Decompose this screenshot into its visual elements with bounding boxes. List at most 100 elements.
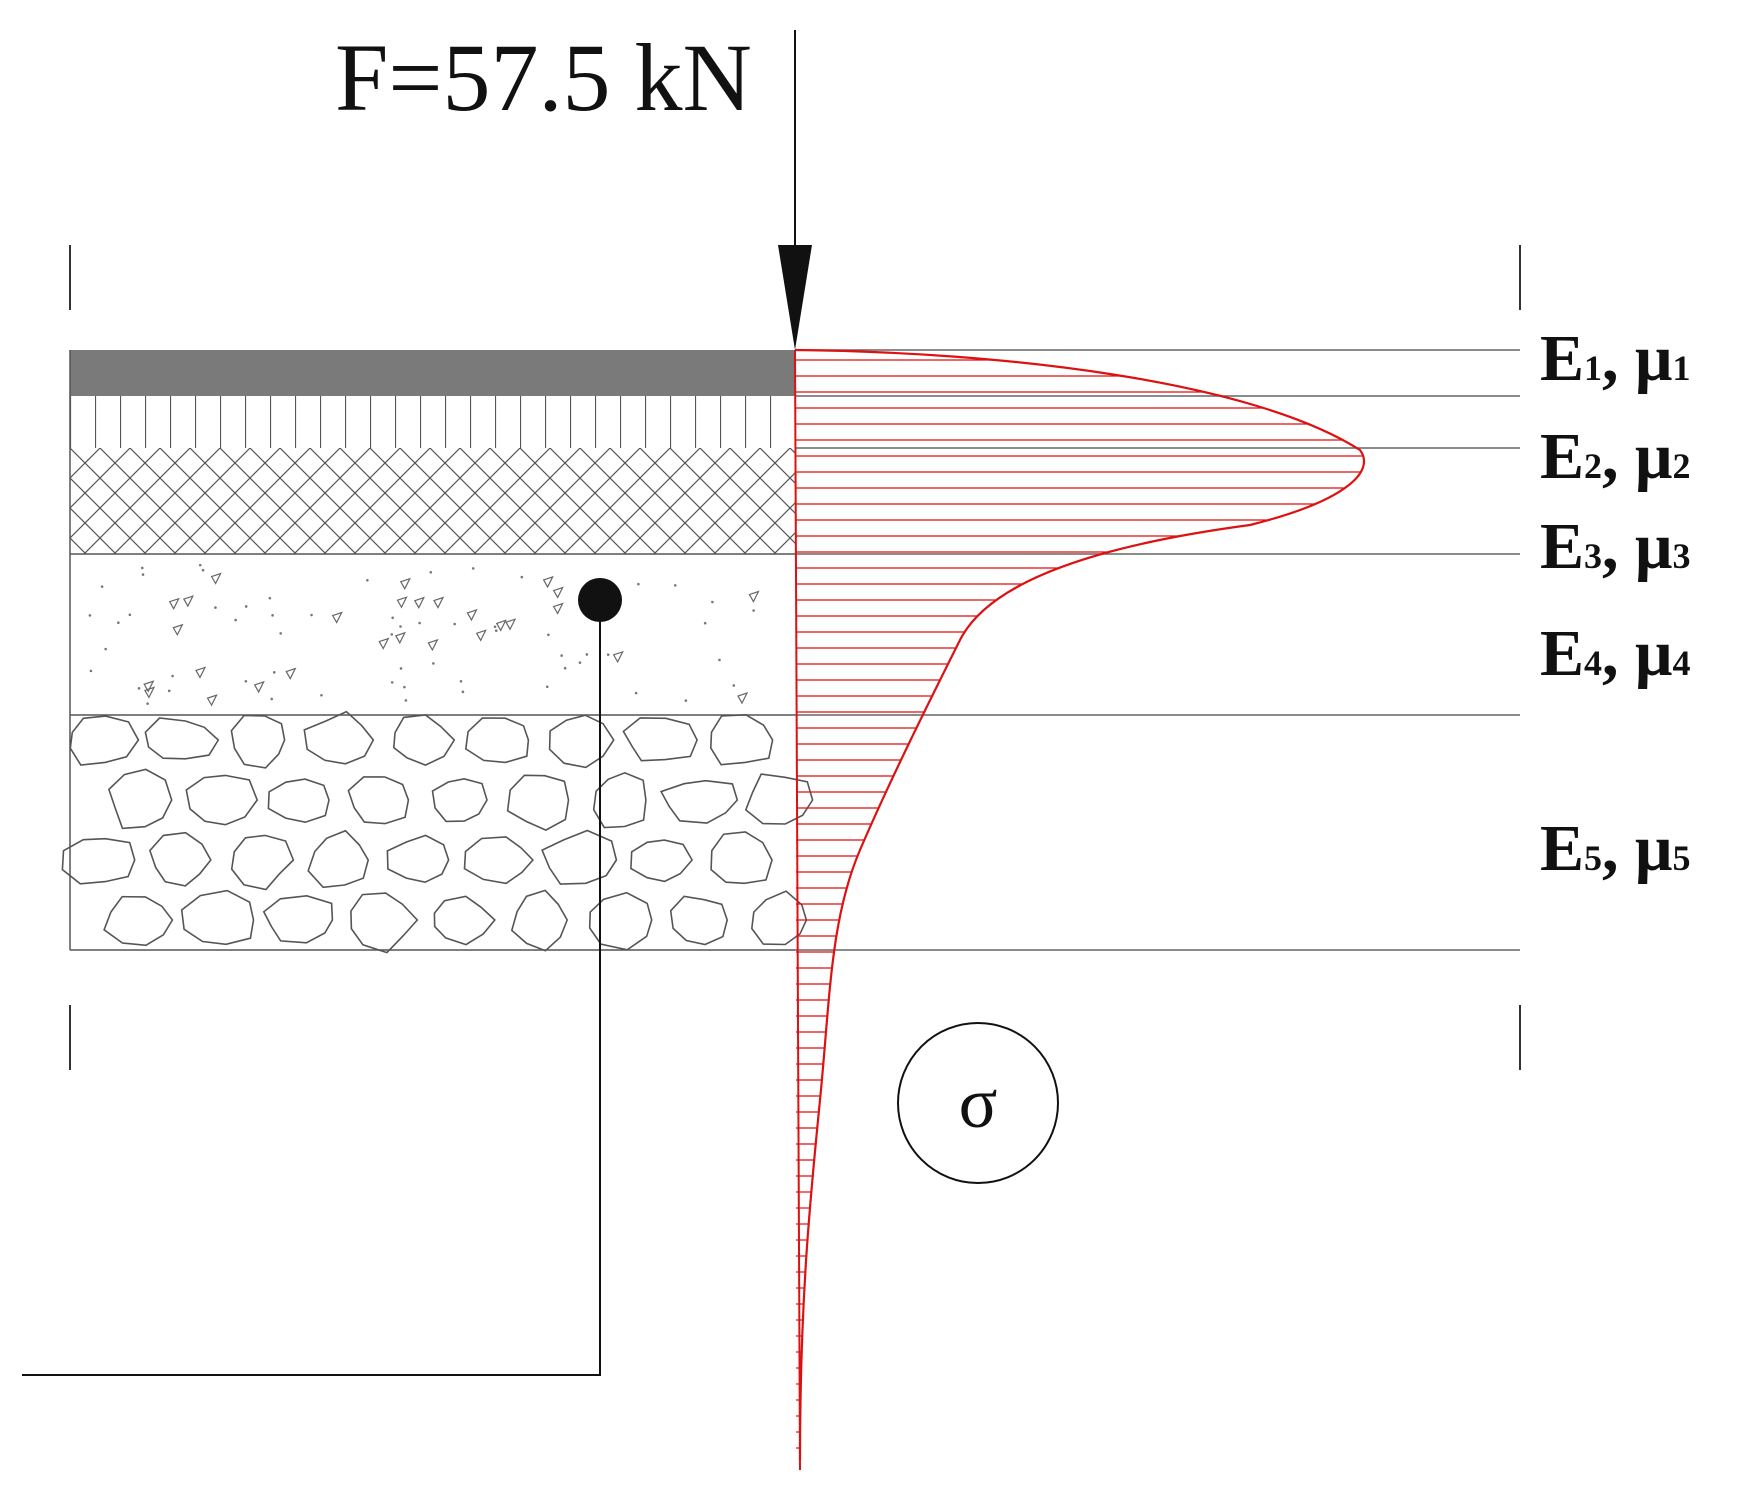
svg-text:E2, μ2: E2, μ2	[1540, 420, 1690, 493]
layer-4-mu-sub: 4	[1672, 643, 1690, 683]
sand-dot	[310, 613, 313, 617]
stress-axis	[794, 349, 801, 1471]
sand-grain	[748, 590, 760, 603]
stress-curve	[794, 348, 1366, 1461]
sand-grain	[542, 575, 554, 589]
cobblestone	[148, 831, 212, 887]
sand-grain	[737, 692, 749, 705]
sand-dot	[453, 622, 456, 626]
sand-dot	[89, 669, 93, 673]
cobblestone	[588, 891, 653, 951]
sand-grain	[168, 597, 180, 610]
svg-text:E5, μ5: E5, μ5	[1540, 812, 1690, 885]
sand-dot	[117, 621, 120, 625]
sand-grain	[206, 694, 218, 707]
sand-dot	[390, 681, 394, 684]
layer-label-4: E4, μ4	[1540, 617, 1690, 690]
sand-dot	[459, 680, 463, 683]
sand-dot	[563, 666, 567, 670]
layer-1-mu-sub: 1	[1672, 348, 1690, 388]
sand-dot	[201, 568, 205, 572]
stress-hatch-lines	[796, 359, 1364, 1449]
sand-dot	[234, 618, 237, 622]
sand-dot	[270, 697, 274, 701]
layer-label-2: E2, μ2	[1540, 420, 1690, 493]
cobblestone	[230, 714, 286, 769]
sigma-marker: σ	[897, 1022, 1059, 1184]
sand-dot	[214, 606, 217, 609]
sand-dot	[461, 690, 465, 694]
layer-4-e: E	[1540, 617, 1584, 690]
sand-dot	[88, 614, 92, 617]
cobblestone	[622, 717, 698, 762]
sand-dot	[272, 671, 276, 674]
sand-dot	[140, 566, 144, 570]
cobblestone	[386, 834, 450, 884]
sand-dot	[429, 570, 433, 574]
sand-dot	[279, 632, 282, 635]
layer-label-3: E3, μ3	[1540, 510, 1690, 583]
load-arrow	[778, 30, 812, 350]
cobblestone	[347, 776, 410, 825]
sand-dot	[471, 567, 475, 570]
side-markers	[69, 245, 1521, 1070]
sand-grain	[433, 596, 445, 609]
sand-dot	[585, 653, 589, 656]
cobblestone	[709, 713, 774, 766]
layer-1-e: E	[1540, 322, 1584, 395]
sand-dot	[391, 616, 394, 620]
sand-dot	[403, 685, 406, 689]
sand-dot	[100, 585, 104, 588]
layer-label-5: E5, μ5	[1540, 812, 1690, 885]
cobblestone	[267, 778, 330, 824]
sand-dot	[732, 684, 736, 687]
sand-dot	[366, 578, 369, 582]
sand-dot	[718, 658, 721, 662]
cobblestone	[69, 715, 140, 766]
sand-dot	[673, 584, 677, 587]
sand-dot	[752, 609, 755, 612]
sand-grain	[552, 586, 564, 599]
sand-grain	[195, 666, 207, 679]
sand-dot	[418, 621, 421, 625]
svg-text:E4, μ4: E4, μ4	[1540, 617, 1690, 690]
sand-grain	[172, 623, 184, 637]
sand-dot	[137, 687, 141, 690]
sand-grain	[413, 596, 425, 609]
layer-3-crosshatch	[70, 448, 795, 554]
sand-grain	[612, 650, 624, 664]
cobblestone	[659, 779, 739, 824]
layer-4-sand-pattern	[88, 563, 760, 707]
cobblestone	[144, 717, 220, 760]
layer-label-1: E1, μ1	[1540, 322, 1690, 395]
layer-5-e: E	[1540, 812, 1584, 885]
sand-grain	[505, 618, 517, 631]
sand-dot	[171, 674, 174, 678]
sand-dot	[560, 654, 563, 657]
sand-dot	[390, 633, 394, 636]
layer-5-mu: μ	[1635, 812, 1672, 885]
layer-5-e-sub: 5	[1584, 838, 1602, 878]
sand-grain	[182, 595, 195, 608]
cobblestone	[433, 895, 496, 946]
cobblestone	[463, 836, 534, 885]
sand-grain	[378, 637, 390, 650]
layer-2-mu-sub: 2	[1672, 446, 1690, 486]
sand-dot	[711, 600, 714, 604]
sand-dot	[578, 661, 582, 664]
layer-1-asphalt	[70, 350, 795, 396]
sand-grain	[210, 572, 222, 585]
cobblestone	[744, 773, 814, 825]
cobblestone	[630, 839, 694, 883]
cobblestone	[230, 834, 295, 891]
layer-3-mu: μ	[1635, 510, 1672, 583]
sand-dot	[432, 662, 435, 665]
svg-text:E3, μ3: E3, μ3	[1540, 510, 1690, 583]
cobblestone	[592, 771, 647, 829]
sand-grain	[331, 611, 343, 624]
sand-dot	[637, 582, 640, 586]
layer-3-e: E	[1540, 510, 1584, 583]
cobblestone	[541, 829, 618, 885]
sand-dot	[271, 614, 274, 617]
